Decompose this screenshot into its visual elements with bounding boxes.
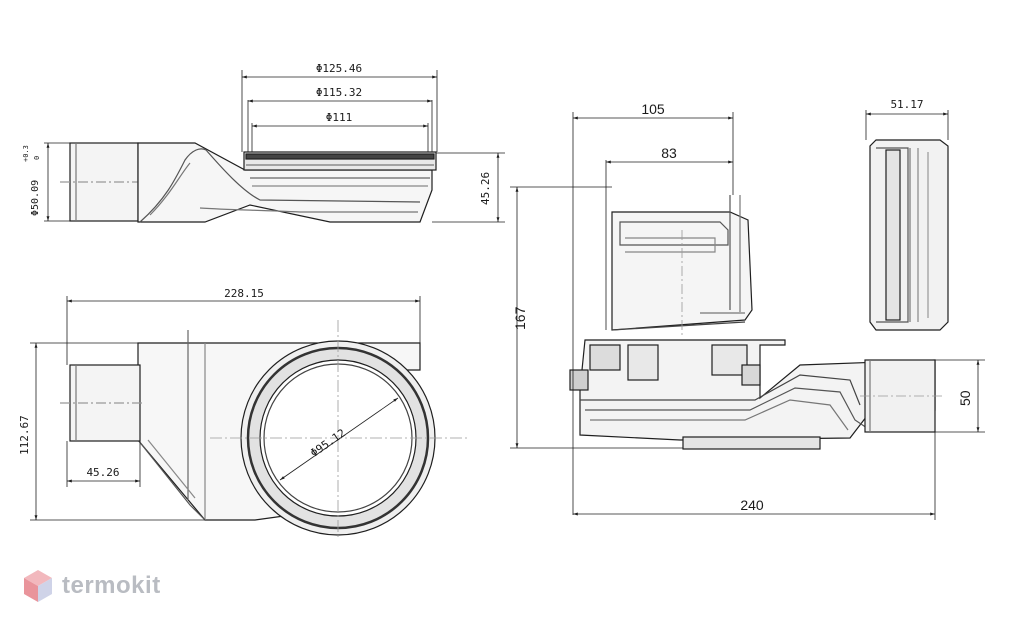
- dim-pipe-45: 45.26: [86, 466, 119, 479]
- dim-pipe-diameter: Φ50.09: [30, 180, 41, 216]
- hexagon-logo-icon: [24, 570, 52, 602]
- dim-pipe-tol-upper: +0.3: [22, 145, 30, 162]
- termokit-logo: termokit: [24, 566, 161, 606]
- dim-length-228: 228.15: [224, 287, 264, 300]
- top-elevation-view: [44, 70, 505, 223]
- dim-width-112: 112.67: [18, 415, 31, 455]
- side-section-view: [510, 112, 985, 520]
- dim-d125: Φ125.46: [316, 62, 362, 75]
- dim-width-83: 83: [661, 145, 677, 161]
- end-view-body: [869, 139, 949, 331]
- dim-pipe-50: 50: [957, 390, 973, 406]
- plan-view: [30, 296, 470, 540]
- dim-end-width: 51.17: [890, 98, 923, 111]
- dim-length-240: 240: [740, 497, 764, 513]
- dim-width-105: 105: [641, 101, 665, 117]
- dim-pipe-tol-lower: 0: [33, 156, 41, 160]
- end-view: [865, 110, 949, 331]
- dim-d111: Φ111: [326, 111, 353, 124]
- dim-d115: Φ115.32: [316, 86, 362, 99]
- elevation-body: [137, 142, 433, 223]
- logo-text: termokit: [62, 572, 161, 599]
- dim-height-167: 167: [512, 306, 528, 330]
- dim-height-45: 45.26: [479, 172, 492, 205]
